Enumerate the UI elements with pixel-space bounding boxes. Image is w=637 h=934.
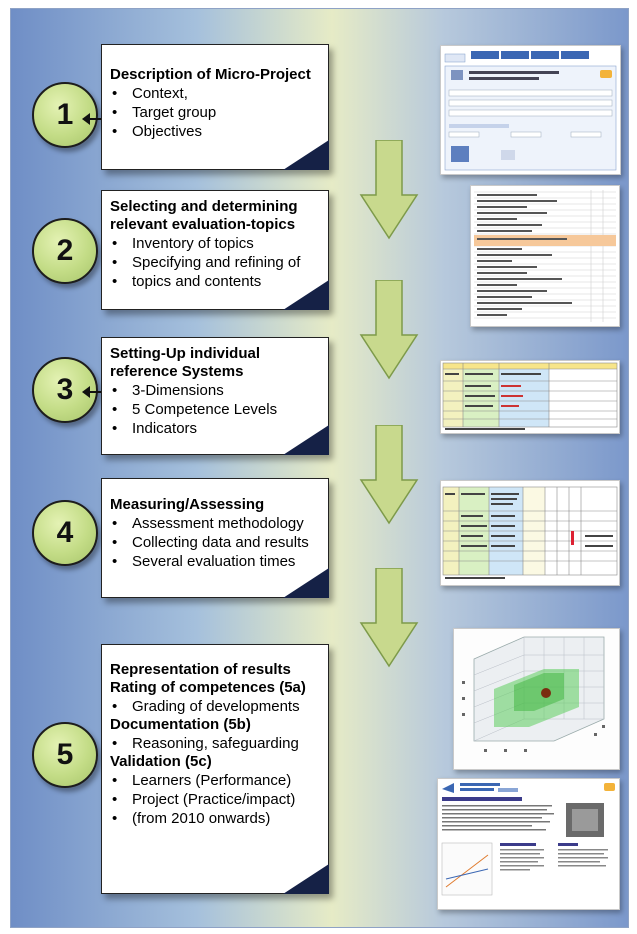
step-1-list: Context, Target group Objectives — [110, 84, 320, 141]
list-item: Context, — [110, 84, 320, 103]
step-2-number: 2 — [56, 234, 74, 267]
micro-project-form-thumbnail — [440, 45, 621, 175]
step-2-list: Inventory of topics Specifying and refin… — [110, 234, 320, 291]
step-2-circle: 2 — [32, 218, 98, 284]
step-3-connector — [82, 386, 108, 398]
list-item: Project (Practice/impact) — [110, 790, 320, 809]
list-item: Grading of developments — [110, 697, 320, 716]
list-item: Collecting data and results — [110, 533, 320, 552]
step-1-circle: 1 — [32, 82, 98, 148]
step-2-heading-line-1: Selecting and determining — [110, 198, 298, 215]
step-1-box: Description of Micro-Project Context, Ta… — [101, 44, 329, 170]
reference-system-table-thumbnail — [440, 360, 620, 434]
list-item: Inventory of topics — [110, 234, 320, 253]
step-5-box: Representation of results Rating of comp… — [101, 644, 329, 894]
list-item: topics and contents — [110, 272, 320, 291]
flow-arrow-down-icon — [359, 280, 419, 380]
step-3-box: Setting-Up individual reference Systems … — [101, 337, 329, 455]
step-3-heading-line-2: reference Systems — [110, 363, 244, 380]
step-5-subheading-b: Documentation (5b) — [110, 716, 251, 733]
step-4-number: 4 — [56, 516, 74, 549]
step-3-list: 3-Dimensions 5 Competence Levels Indicat… — [110, 381, 320, 438]
step-1-heading: Description of Micro-Project — [110, 66, 311, 83]
competence-3d-chart-thumbnail — [453, 628, 620, 770]
list-item: Several evaluation times — [110, 552, 320, 571]
step-1-connector — [82, 113, 108, 125]
step-5-heading-line-1: Representation of results — [110, 661, 291, 678]
list-item: Target group — [110, 103, 320, 122]
list-item: Assessment methodology — [110, 514, 320, 533]
flow-arrow-down-icon — [359, 425, 419, 525]
list-item: Indicators — [110, 419, 320, 438]
step-5-subheading-a: Rating of competences (5a) — [110, 679, 306, 696]
step-2-heading-line-2: relevant evaluation-topics — [110, 216, 296, 233]
step-4-box: Measuring/Assessing Assessment methodolo… — [101, 478, 329, 598]
step-5-list-a: Grading of developments — [110, 697, 320, 716]
assessment-table-thumbnail — [440, 480, 620, 586]
step-4-circle: 4 — [32, 500, 98, 566]
list-item: Learners (Performance) — [110, 771, 320, 790]
step-5-list-b: Reasoning, safeguarding — [110, 734, 320, 753]
step-5-circle: 5 — [32, 722, 98, 788]
evaluation-topics-table-thumbnail — [470, 185, 620, 327]
list-item: 3-Dimensions — [110, 381, 320, 400]
list-item: 5 Competence Levels — [110, 400, 320, 419]
step-4-list: Assessment methodology Collecting data a… — [110, 514, 320, 571]
step-2-box: Selecting and determining relevant evalu… — [101, 190, 329, 310]
step-1-number: 1 — [56, 98, 74, 131]
flow-arrow-down-icon — [359, 140, 419, 240]
step-5-list-c: Learners (Performance) Project (Practice… — [110, 771, 320, 828]
flow-arrow-down-icon — [359, 568, 419, 668]
list-item: (from 2010 onwards) — [110, 809, 320, 828]
list-item: Reasoning, safeguarding — [110, 734, 320, 753]
step-3-heading-line-1: Setting-Up individual — [110, 345, 260, 362]
list-item: Specifying and refining of — [110, 253, 320, 272]
step-5-number: 5 — [56, 738, 74, 771]
step-5-subheading-c: Validation (5c) — [110, 753, 212, 770]
step-4-heading: Measuring/Assessing — [110, 496, 265, 513]
list-item: Objectives — [110, 122, 320, 141]
step-3-number: 3 — [56, 373, 74, 406]
documentation-page-thumbnail — [437, 778, 620, 910]
